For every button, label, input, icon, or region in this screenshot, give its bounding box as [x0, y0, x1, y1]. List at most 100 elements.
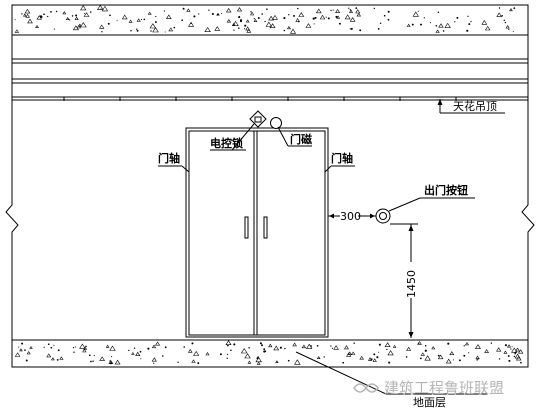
concrete-speckle: [244, 24, 247, 27]
concrete-speckle: [151, 357, 157, 362]
concrete-speckle: [331, 347, 333, 349]
concrete-speckle: [93, 355, 95, 357]
concrete-speckle: [333, 345, 339, 350]
concrete-speckle: [83, 12, 85, 14]
concrete-speckle: [139, 350, 142, 353]
concrete-speckle: [463, 345, 465, 347]
concrete-speckle: [225, 340, 232, 346]
concrete-speckle: [173, 26, 176, 29]
concrete-speckle: [43, 346, 45, 348]
concrete-speckle: [316, 356, 321, 360]
concrete-speckle: [191, 359, 196, 363]
concrete-speckle: [392, 344, 397, 348]
concrete-speckle: [50, 346, 53, 349]
concrete-speckle: [284, 347, 286, 350]
concrete-speckle: [18, 346, 20, 348]
concrete-speckle: [496, 347, 502, 352]
concrete-speckle: [154, 21, 157, 23]
concrete-speckle: [136, 29, 139, 32]
concrete-speckle: [338, 22, 341, 25]
concrete-speckle: [279, 346, 282, 349]
concrete-speckle: [99, 356, 106, 361]
concrete-speckle: [504, 344, 507, 347]
concrete-speckle: [105, 344, 110, 348]
concrete-speckle: [130, 29, 132, 32]
concrete-speckle: [165, 14, 172, 20]
concrete-speckle: [230, 349, 232, 352]
concrete-speckle: [456, 16, 459, 19]
concrete-speckle: [376, 356, 379, 359]
floor-callout: 地面层: [295, 351, 488, 409]
concrete-speckle: [406, 346, 412, 351]
concrete-speckle: [287, 359, 290, 362]
concrete-speckle: [193, 350, 200, 356]
concrete-speckle: [387, 10, 390, 13]
concrete-speckle: [225, 7, 232, 13]
concrete-speckle: [498, 358, 501, 360]
concrete-speckle: [515, 355, 522, 361]
concrete-speckle: [259, 342, 262, 345]
concrete-speckle: [164, 346, 167, 349]
concrete-speckle: [257, 17, 260, 19]
concrete-speckle: [168, 27, 174, 32]
concrete-speckle: [56, 359, 59, 361]
concrete-speckle: [47, 15, 49, 18]
concrete-speckle: [445, 358, 452, 364]
concrete-speckle: [219, 353, 222, 356]
concrete-speckle: [36, 15, 43, 20]
concrete-speckle: [245, 19, 250, 23]
concrete-speckle: [420, 357, 422, 360]
concrete-speckle: [383, 14, 386, 17]
concrete-speckle: [80, 22, 87, 28]
concrete-speckle: [59, 356, 64, 360]
concrete-speckle: [305, 23, 312, 28]
concrete-speckle: [515, 347, 520, 352]
concrete-speckle: [449, 351, 455, 356]
concrete-speckle: [149, 23, 157, 29]
concrete-speckle: [21, 13, 23, 15]
concrete-speckle: [435, 29, 440, 33]
concrete-speckle: [378, 343, 381, 346]
concrete-speckle: [484, 25, 491, 31]
concrete-speckle: [128, 349, 130, 352]
concrete-speckle: [412, 11, 419, 17]
concrete-speckle: [244, 353, 251, 359]
concrete-speckle: [356, 12, 362, 17]
concrete-speckle: [484, 349, 490, 353]
lock-and-magnet: [249, 110, 282, 129]
concrete-speckle: [481, 19, 488, 25]
concrete-speckle: [164, 31, 166, 33]
concrete-speckle: [438, 23, 444, 28]
concrete-speckle: [475, 355, 480, 359]
concrete-speckle: [512, 31, 514, 33]
concrete-speckle: [266, 8, 268, 10]
concrete-speckle: [377, 28, 380, 30]
concrete-speckle: [80, 5, 87, 11]
concrete-speckle: [233, 29, 235, 31]
concrete-speckle: [46, 353, 52, 358]
concrete-speckle: [520, 361, 522, 364]
ceiling-callout: 天花吊顶: [437, 99, 505, 114]
concrete-speckle: [348, 7, 350, 9]
concrete-speckle: [514, 353, 516, 355]
concrete-speckle: [238, 27, 240, 29]
concrete-speckle: [288, 14, 290, 16]
concrete-speckle: [372, 358, 377, 362]
concrete-speckle: [108, 360, 114, 365]
concrete-speckle: [264, 20, 266, 23]
concrete-speckle: [47, 343, 50, 346]
door-axis-right-label: 门轴: [331, 151, 353, 165]
concrete-speckle: [514, 351, 517, 354]
concrete-speckle: [347, 351, 353, 356]
concrete-speckle: [162, 355, 164, 357]
concrete-speckle: [310, 345, 312, 347]
concrete-speckle: [193, 15, 196, 18]
door-magnet-icon: [270, 117, 282, 129]
concrete-speckle: [297, 7, 299, 10]
watermark: 建筑工程鲁班联盟: [353, 379, 504, 397]
concrete-speckle: [454, 21, 456, 23]
concrete-speckle: [147, 11, 152, 15]
concrete-speckle: [379, 22, 382, 25]
concrete-speckle: [504, 21, 507, 24]
concrete-speckle: [29, 345, 33, 349]
